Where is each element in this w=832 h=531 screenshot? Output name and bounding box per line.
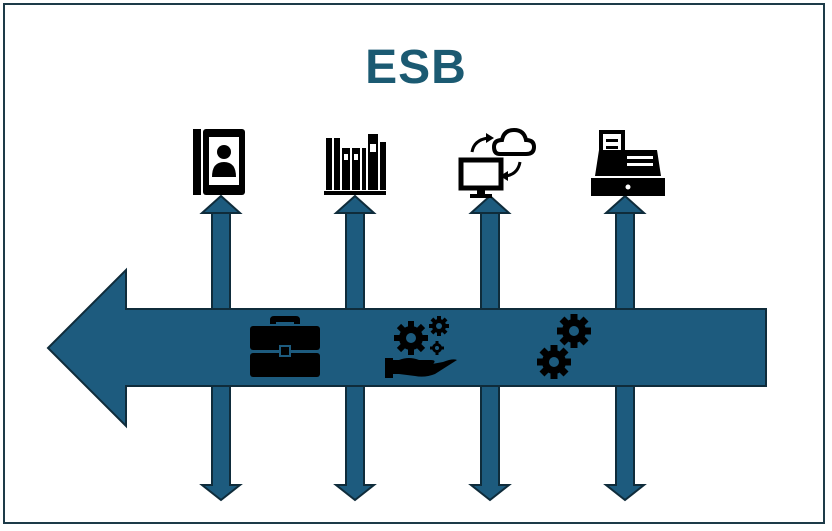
cash-register-icon [591, 130, 665, 196]
diagram-title: ESB [365, 41, 467, 94]
briefcase-icon [250, 316, 320, 377]
hand-gears-icon [385, 316, 457, 378]
library-books-icon [324, 134, 386, 195]
contact-book-icon [193, 129, 245, 195]
cloud-sync-computer-icon [458, 127, 537, 198]
diagram-frame [3, 3, 825, 524]
gears-icon [537, 314, 591, 379]
